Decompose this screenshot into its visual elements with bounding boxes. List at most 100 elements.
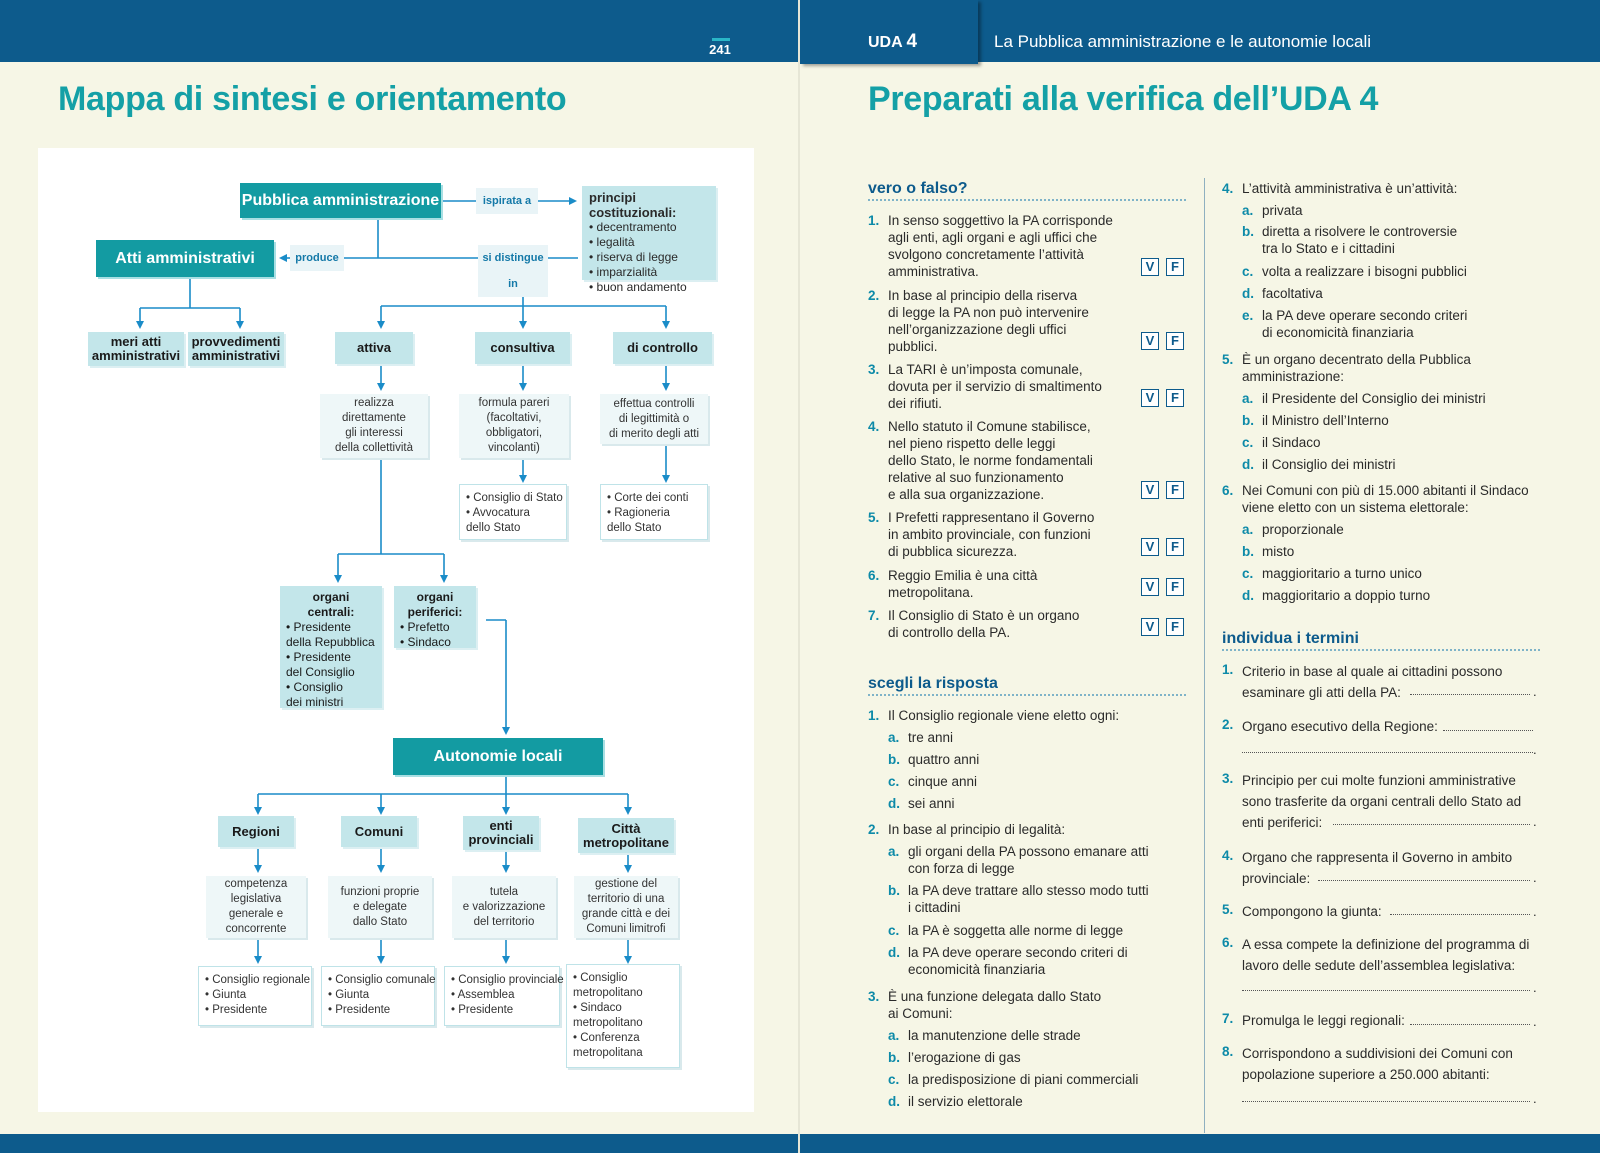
answer-line[interactable] (1410, 694, 1530, 695)
principi-title: principi costituzionali: (589, 190, 677, 220)
mc-option[interactable]: c.volta a realizzare i bisogni pubblici (1242, 264, 1467, 279)
mc-option[interactable]: b.misto (1242, 544, 1295, 559)
mc-option[interactable]: c.cinque anni (888, 774, 978, 789)
mc-option[interactable]: d.la PA deve operare secondo criteri di … (888, 945, 1128, 977)
false-checkbox[interactable]: F (1166, 538, 1184, 556)
list-line: • Giunta (328, 989, 370, 1001)
mc-option[interactable]: a.proporzionale (1242, 522, 1344, 537)
true-checkbox[interactable]: V (1141, 538, 1159, 556)
answer-line[interactable] (1443, 730, 1533, 731)
false-checkbox[interactable]: F (1166, 389, 1184, 407)
list-line: • Ragioneria (607, 507, 670, 519)
list-line: • Consiglio provinciale (451, 974, 564, 986)
answer-line[interactable] (1410, 1024, 1530, 1025)
false-checkbox[interactable]: F (1166, 481, 1184, 499)
uda-title: La Pubblica amministrazione e le autonom… (994, 32, 1372, 51)
true-checkbox[interactable]: V (1141, 481, 1159, 499)
answer-line[interactable] (1318, 880, 1530, 881)
answer-line[interactable] (1333, 824, 1530, 825)
provvedimenti-line: amministrativi (191, 348, 281, 363)
mc-option[interactable]: b.la PA deve trattare allo stesso modo t… (888, 883, 1149, 915)
vf-question: 5.I Prefetti rappresentano il Governo in… (868, 510, 1095, 559)
term-question: 4.Organo che rappresenta il Governo in a… (1222, 848, 1513, 886)
desc-line: direttamente (342, 412, 406, 424)
desc-line: di merito degli atti (608, 427, 700, 440)
column-divider (1204, 178, 1205, 1133)
desc-line: della collettività (335, 442, 413, 454)
true-checkbox[interactable]: V (1141, 389, 1159, 407)
false-checkbox[interactable]: F (1166, 258, 1184, 276)
mc-option[interactable]: d.il Consiglio dei ministri (1242, 457, 1396, 472)
false-checkbox[interactable]: F (1166, 618, 1184, 636)
false-checkbox[interactable]: F (1166, 578, 1184, 596)
node-autonomie-locali: Autonomie locali (393, 738, 603, 775)
vf-question: 2.In base al principio della riserva di … (868, 288, 1089, 354)
answer-line[interactable] (1242, 990, 1530, 991)
mc-option[interactable]: b.quattro anni (888, 752, 980, 767)
principio-item: • imparzialità (589, 265, 658, 279)
mc-option[interactable]: d.sei anni (888, 796, 955, 811)
desc-line: dallo Stato (352, 915, 408, 928)
list-line: • Avvocatura (466, 507, 530, 519)
section-individua-termini: individua i termini (1222, 630, 1359, 647)
mc-option[interactable]: a.tre anni (888, 730, 954, 745)
answer-end-dot: . (1533, 980, 1537, 995)
mc-option[interactable]: a.privata (1242, 203, 1303, 218)
mc-option[interactable]: c.la PA è soggetta alle norme di legge (888, 923, 1124, 938)
vf-question: 1.In senso soggettivo la PA corrisponde … (868, 213, 1113, 279)
true-checkbox[interactable]: V (1141, 332, 1159, 350)
list-line: del Consiglio (286, 665, 355, 679)
true-checkbox[interactable]: V (1141, 578, 1159, 596)
mc-option[interactable]: d.il servizio elettorale (888, 1094, 1023, 1109)
desc-line: competenza (224, 878, 288, 890)
uda-tab (800, 0, 978, 64)
list-line: dello Stato (466, 522, 521, 534)
answer-line[interactable] (1390, 914, 1530, 915)
mc-option[interactable]: a.la manutenzione delle strade (888, 1028, 1081, 1043)
mc-option[interactable]: c.il Sindaco (1242, 435, 1321, 450)
mc-option[interactable]: b.diretta a risolvere le controversie tr… (1242, 224, 1458, 256)
desc-line: concorrente (225, 923, 287, 935)
node-organi-periferici: organi periferici: • Prefetto • Sindaco (394, 586, 476, 649)
answer-end-dot: . (1533, 742, 1537, 757)
mc-option[interactable]: b.l’erogazione di gas (888, 1050, 1021, 1065)
enti-line: enti (489, 818, 513, 833)
node-comuni: Comuni (341, 816, 417, 847)
list-line: • Consiglio (286, 680, 343, 694)
mc-option[interactable]: a.il Presidente del Consiglio dei minist… (1242, 391, 1486, 406)
node-citta-metropolitane: Città metropolitane (578, 818, 674, 853)
mc-option[interactable]: c.la predisposizione di piani commercial… (888, 1072, 1139, 1087)
list-comuni: • Consiglio comunale • Giunta • Presiden… (321, 966, 436, 1026)
list-enti: • Consiglio provinciale • Assemblea • Pr… (444, 966, 564, 1026)
true-checkbox[interactable]: V (1141, 258, 1159, 276)
mc-question: 6.Nei Comuni con più di 15.000 abitanti … (1222, 483, 1529, 515)
vf-question: 3.La TARI è un’imposta comunale, dovuta … (868, 362, 1102, 411)
list-controllo: • Corte dei conti • Ragioneria dello Sta… (600, 484, 708, 540)
desc-controllo: effettua controlli di legittimità o di m… (600, 394, 708, 444)
desc-line: effettua controlli (613, 397, 695, 410)
uda-label: UDA 4 (868, 31, 918, 52)
header-bar-left (0, 0, 798, 62)
answer-line[interactable] (1242, 752, 1533, 753)
desc-line: legislativa (230, 893, 282, 905)
false-checkbox[interactable]: F (1166, 332, 1184, 350)
mc-option[interactable]: d.facoltativa (1242, 286, 1323, 301)
desc-comuni: funzioni proprie e delegate dallo Stato (328, 876, 432, 938)
mc-option[interactable]: b.il Ministro dell’Interno (1242, 413, 1389, 428)
connector-produce: produce (290, 245, 344, 271)
mc-option[interactable]: d.maggioritario a doppio turno (1242, 588, 1431, 603)
list-line: dello Stato (607, 522, 662, 534)
mc-option[interactable]: e.la PA deve operare secondo criteri di … (1242, 308, 1468, 340)
node-regioni: Regioni (218, 816, 294, 847)
list-line: • Presidente (286, 620, 351, 634)
desc-line: del territorio (473, 915, 535, 928)
list-line: dei ministri (286, 695, 344, 709)
answer-line[interactable] (1242, 1101, 1530, 1102)
mc-option[interactable]: c.maggioritario a turno unico (1242, 566, 1422, 581)
desc-line: obbligatori, (485, 427, 543, 439)
list-line: • Consiglio comunale (328, 974, 436, 986)
node-meri-atti: meri atti amministrativi (88, 332, 184, 366)
mc-option[interactable]: a.gli organi della PA possono emanare at… (888, 844, 1149, 876)
true-checkbox[interactable]: V (1141, 618, 1159, 636)
desc-line: tutela (489, 885, 519, 898)
